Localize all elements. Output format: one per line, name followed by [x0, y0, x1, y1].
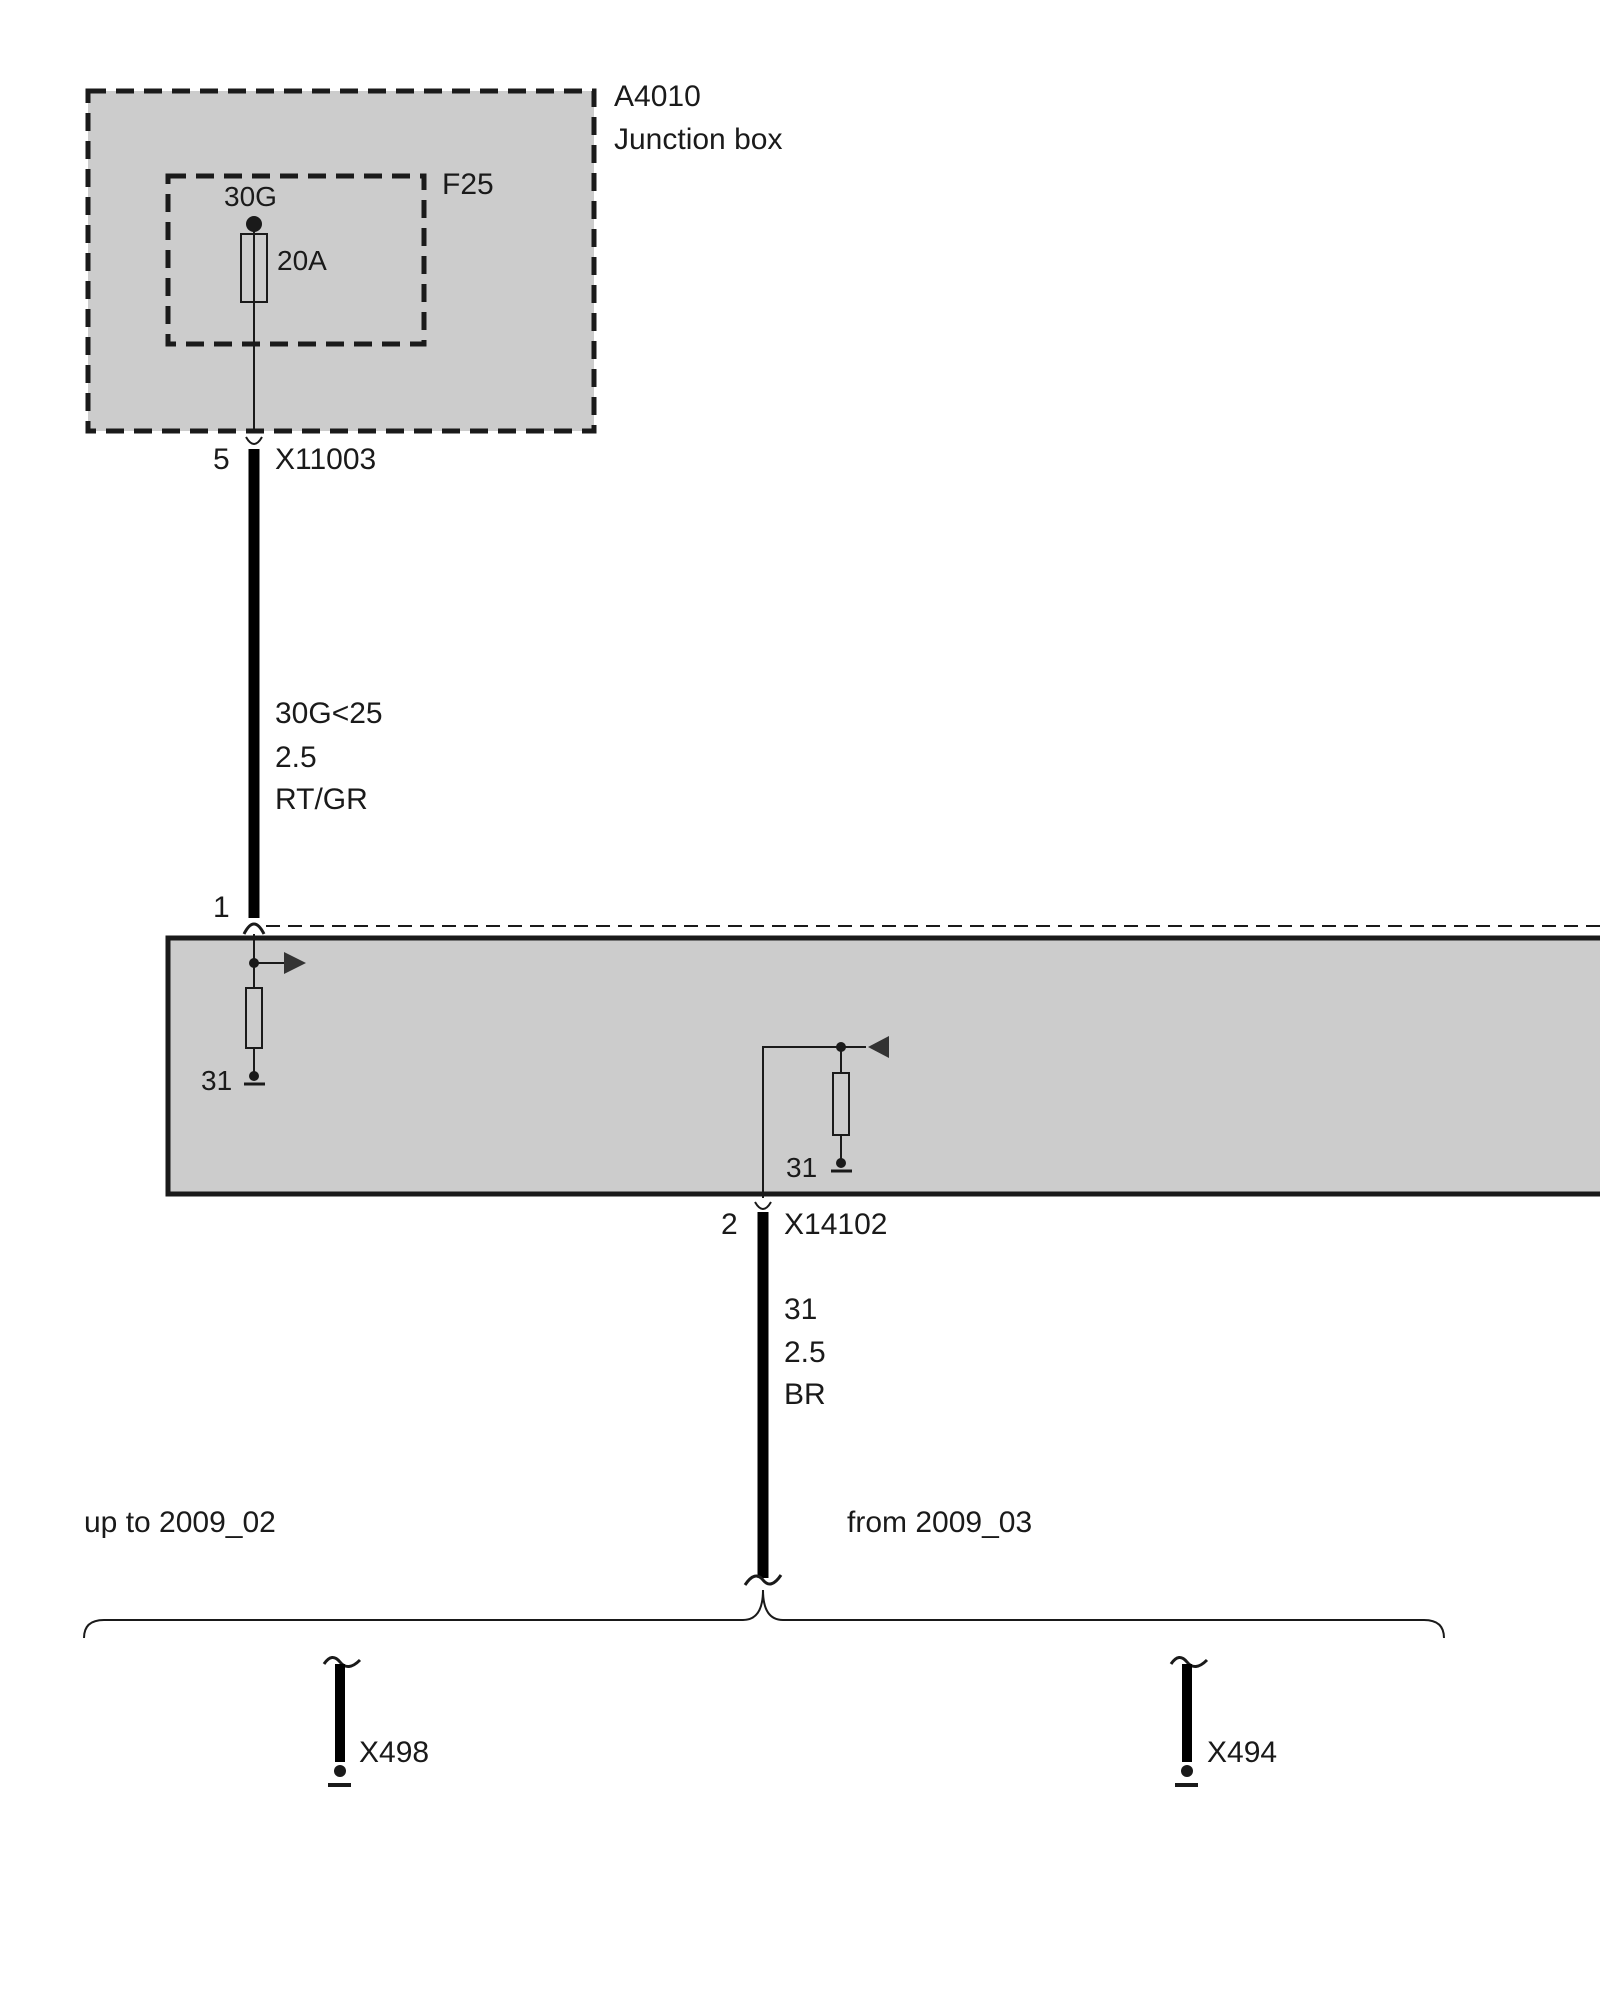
wire-bottom-signal: 31 [784, 1293, 817, 1326]
fuse-terminal-label: 30G [224, 181, 277, 212]
ground-right-break-icon [1169, 1656, 1209, 1668]
connector-bottom-symbol [754, 1201, 772, 1210]
wire-top-cross-section: 2.5 [275, 741, 317, 774]
connector-top-pin: 5 [213, 443, 230, 476]
fuse-housing [165, 173, 427, 347]
junction-box-name: Junction box [614, 123, 782, 156]
connector-top-id: X11003 [275, 443, 376, 476]
control-module [165, 935, 1600, 1197]
junction-box [85, 88, 597, 434]
fuse-id: F25 [442, 168, 494, 201]
wire-bottom-color: BR [784, 1378, 826, 1411]
right-ground-label: 31 [786, 1152, 817, 1183]
module-input-connector [242, 922, 266, 935]
wire-top-signal: 30G<25 [275, 697, 383, 730]
ground-right-dot [1181, 1765, 1193, 1777]
variant-right-label: from 2009_03 [847, 1506, 1032, 1539]
left-ground-dot [249, 1071, 259, 1081]
ground-left-id: X498 [359, 1736, 429, 1769]
left-signal-arrow-icon [284, 952, 306, 974]
connector-bottom-id: X14102 [784, 1208, 887, 1241]
module-input-pin: 1 [213, 891, 230, 924]
fuse-rating: 20A [277, 245, 327, 276]
left-ground-label: 31 [201, 1065, 232, 1096]
connector-bottom-pin: 2 [721, 1208, 738, 1241]
junction-box-id: A4010 [614, 80, 701, 113]
variant-brace [83, 1589, 1445, 1639]
right-ground-dot [836, 1158, 846, 1168]
wire-top-color: RT/GR [275, 783, 368, 816]
connector-top-symbol [245, 436, 263, 445]
ground-left-dot [334, 1765, 346, 1777]
wire-bottom-cross-section: 2.5 [784, 1336, 826, 1369]
wire-break-icon [743, 1574, 783, 1586]
ground-left-break-icon [322, 1656, 362, 1668]
right-signal-arrow-icon [868, 1036, 889, 1058]
ground-right-id: X494 [1207, 1736, 1277, 1769]
variant-left-label: up to 2009_02 [84, 1506, 276, 1539]
right-circuit-wire [762, 1046, 866, 1198]
